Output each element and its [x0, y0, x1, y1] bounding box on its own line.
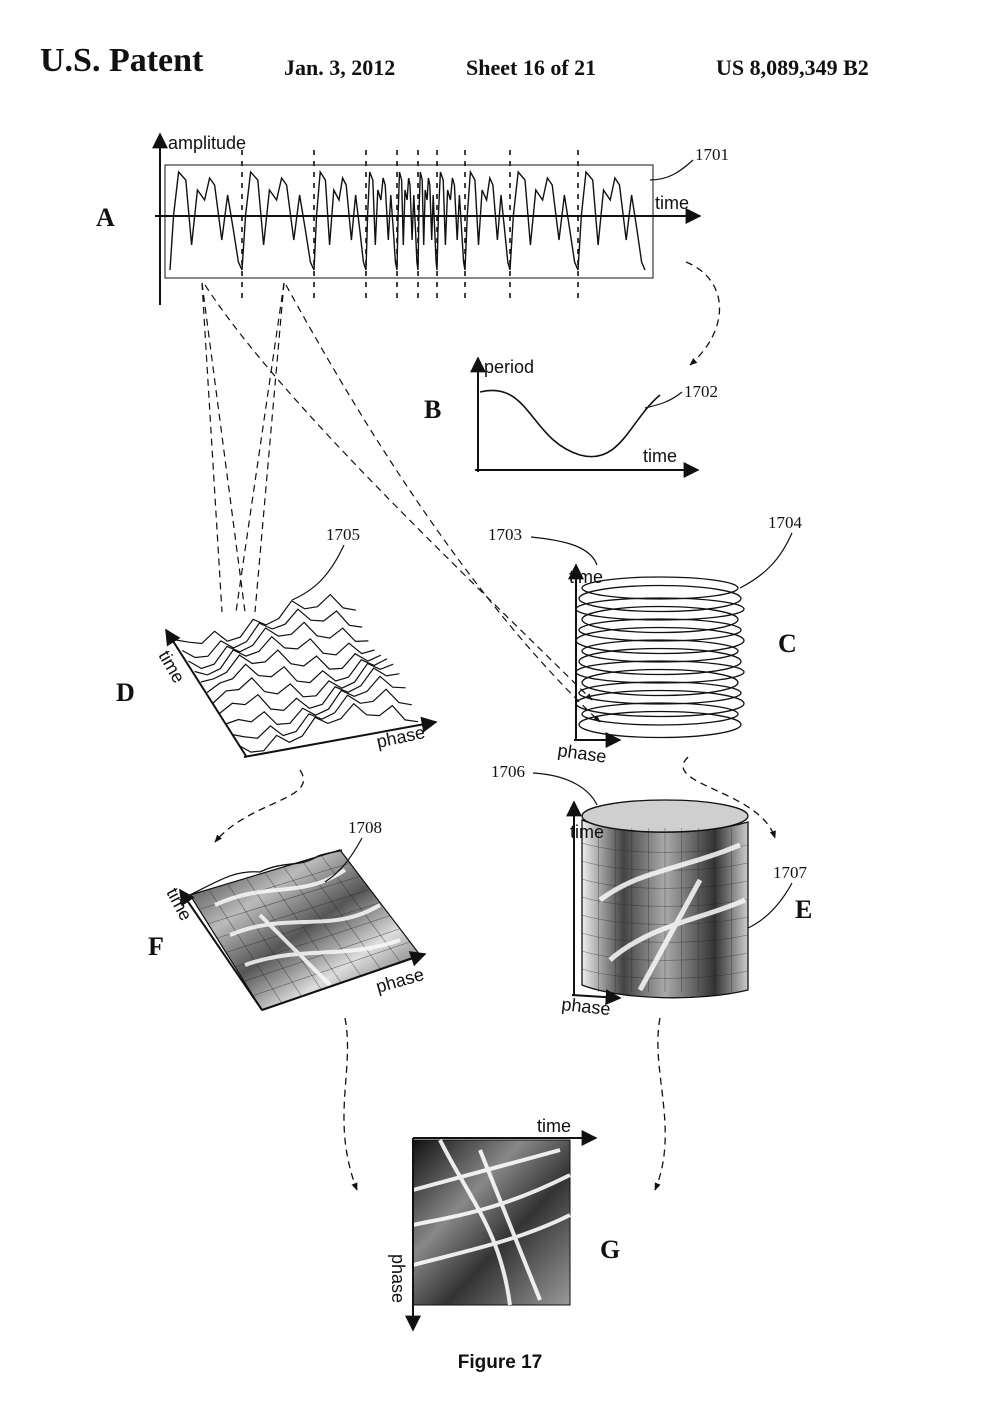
ref-1707-leader: [748, 883, 792, 928]
coil-ring: [576, 598, 744, 620]
panel-c-x-label: phase: [556, 740, 607, 767]
ref-1702-leader: [645, 392, 682, 408]
panel-c-letter: C: [778, 629, 797, 658]
waterfall-trace: [207, 659, 387, 693]
ref-1706: 1706: [491, 762, 525, 781]
phase-time-image: [413, 1140, 570, 1305]
panel-e-x-label: phase: [561, 994, 612, 1019]
panel-f: F time phase 1708: [148, 818, 426, 1010]
panel-g-y-label: phase: [388, 1254, 408, 1303]
cylindrical-coil-traces: [576, 577, 744, 738]
period-curve: [480, 390, 660, 456]
ref-1704-leader: [740, 533, 792, 588]
ref-1701-leader: [650, 160, 693, 180]
panel-g: G time phase: [388, 1116, 620, 1330]
panel-e-letter: E: [795, 895, 812, 924]
coil-ring: [576, 661, 744, 683]
coil-ring: [579, 682, 741, 704]
ref-1705: 1705: [326, 525, 360, 544]
ref-1703-leader: [531, 537, 597, 565]
coil-ring: [582, 577, 738, 599]
panel-d-letter: D: [116, 678, 135, 707]
ref-1703: 1703: [488, 525, 522, 544]
flow-arrow-d-to-f: [215, 770, 304, 842]
panel-a-letter: A: [96, 203, 115, 232]
panel-f-y-label: time: [162, 884, 196, 923]
waterfall-trace: [195, 637, 375, 675]
panel-b-y-label: period: [484, 357, 534, 377]
waterfall-trace: [219, 668, 399, 713]
panel-g-x-label: time: [537, 1116, 571, 1136]
ref-1707: 1707: [773, 863, 808, 882]
ref-1702: 1702: [684, 382, 718, 401]
flow-arrow-e-to-g: [655, 1018, 665, 1190]
ref-1701: 1701: [695, 145, 729, 164]
panel-b-letter: B: [424, 395, 441, 424]
panel-d-x-label: phase: [375, 722, 427, 752]
panel-a-y-label: amplitude: [168, 133, 246, 153]
coil-ring: [579, 619, 741, 641]
panel-b-x-label: time: [643, 446, 677, 466]
waterfall-trace: [176, 595, 356, 644]
panel-a: A amplitude time 1701: [96, 133, 729, 305]
panel-g-letter: G: [600, 1235, 620, 1264]
panel-f-letter: F: [148, 932, 164, 961]
ref-1708: 1708: [348, 818, 382, 837]
panel-d-y-label: time: [155, 647, 189, 686]
ref-1704: 1704: [768, 513, 803, 532]
figure-caption: Figure 17: [0, 1352, 1000, 1374]
panel-e-y-label: time: [570, 822, 604, 842]
panel-e: E time phase 1706 1707: [491, 762, 812, 1019]
panel-b: B period time 1702: [424, 357, 718, 472]
projection-lines-a-to-d: [202, 283, 284, 612]
flow-arrow-a-to-b: [686, 262, 720, 365]
waterfall-trace: [188, 622, 368, 668]
phase-waterfall-traces: [176, 595, 418, 753]
cylinder-top: [582, 800, 748, 832]
waterfall-trace: [201, 650, 381, 682]
panel-a-x-label: time: [655, 193, 689, 213]
panel-d: D time phase 1705: [116, 525, 436, 757]
ref-1706-leader: [533, 773, 597, 805]
ref-1705-leader: [292, 545, 344, 600]
panel-c: C time phase 1703 1704: [488, 513, 803, 767]
flow-arrow-f-to-g: [344, 1018, 357, 1190]
